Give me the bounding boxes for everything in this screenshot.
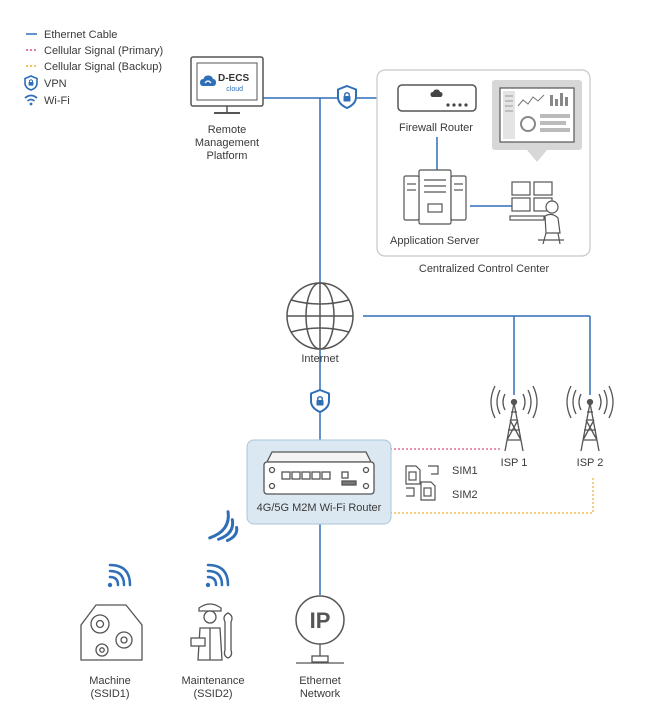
operator-workstation-icon [509, 181, 564, 245]
legend-vpn-label: VPN [44, 78, 67, 90]
isp2-label: ISP 2 [577, 457, 604, 469]
machine-wifi-icon [107, 563, 132, 588]
ethernet-network-ip-icon: IP [295, 595, 345, 664]
legend-wifi-icon [24, 94, 38, 106]
maintenance-label-line1: Maintenance [182, 675, 245, 687]
legend-cellular-primary-label: Cellular Signal (Primary) [44, 45, 163, 57]
legend-ethernet-label: Ethernet Cable [44, 29, 117, 41]
machine-label-line1: Machine [89, 675, 131, 687]
application-server-label: Application Server [390, 235, 480, 247]
vpn-shield-icon [337, 84, 357, 110]
cloud-icon [200, 75, 216, 86]
ip-badge-text: IP [310, 608, 331, 633]
vpn-shield-icon-lower [310, 388, 330, 414]
internet-label: Internet [301, 353, 338, 365]
isp2-tower-icon [566, 385, 614, 452]
ethernet-network-label-line2: Network [300, 688, 341, 700]
cloud-logo-sub: cloud [226, 86, 243, 93]
sim1-card-icon [405, 465, 439, 485]
router-wifi-signal-icon [208, 510, 239, 543]
remote-platform-label-line1: Remote [208, 124, 247, 136]
router-device-icon [263, 451, 375, 495]
isp1-label: ISP 1 [501, 457, 528, 469]
control-center-label: Centralized Control Center [419, 263, 550, 275]
isp1-tower-icon [490, 385, 538, 452]
application-server-icon [403, 169, 467, 225]
maintenance-wifi-icon [205, 563, 230, 588]
remote-platform-label-line2: Management [195, 137, 259, 149]
maintenance-label-line2: (SSID2) [193, 688, 232, 700]
remote-management-platform: D-ECS cloud Remote Management Platform [190, 56, 264, 162]
legend-cellular-backup-label: Cellular Signal (Backup) [44, 61, 162, 73]
sim2-label: SIM2 [452, 489, 478, 501]
centralized-control-center: Firewall Router [376, 69, 591, 275]
machine-gears-icon [80, 604, 143, 661]
internet-globe-icon [286, 282, 354, 350]
legend-vpn-shield-icon [24, 75, 38, 91]
maintenance-worker-icon [190, 603, 233, 661]
m2m-router: 4G/5G M2M Wi-Fi Router [246, 439, 392, 525]
cloud-logo-brand: D-ECS [218, 73, 249, 84]
sim1-label: SIM1 [452, 465, 478, 477]
firewall-router-label: Firewall Router [399, 122, 473, 134]
legend: Ethernet Cable Cellular Signal (Primary)… [24, 29, 163, 107]
firewall-router-icon [397, 84, 477, 112]
dashboard-screen-icon [492, 80, 582, 162]
remote-platform-label-line3: Platform [207, 150, 248, 162]
machine-label-line2: (SSID1) [90, 688, 129, 700]
ethernet-network-label-line1: Ethernet [299, 675, 341, 687]
sim2-card-icon [406, 481, 436, 501]
m2m-router-label: 4G/5G M2M Wi-Fi Router [257, 502, 382, 514]
legend-wifi-label: Wi-Fi [44, 95, 70, 107]
